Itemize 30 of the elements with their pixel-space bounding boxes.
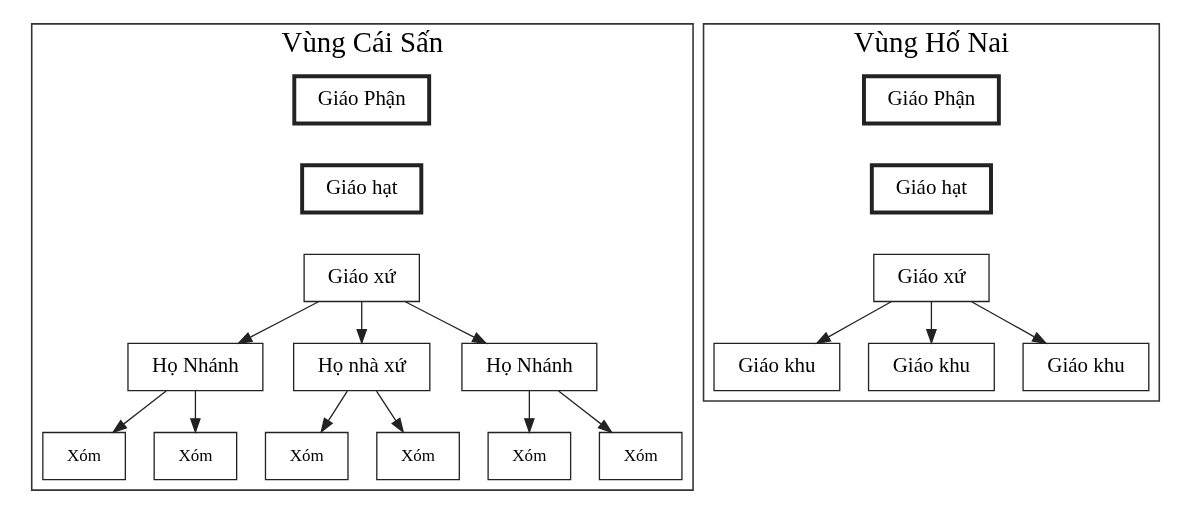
arrow bbox=[970, 301, 1048, 345]
node-box: Xóm bbox=[376, 431, 460, 481]
node-box: Xóm bbox=[264, 431, 349, 481]
arrow bbox=[557, 390, 614, 434]
node-box: Giáo xứ bbox=[303, 253, 420, 303]
node-box: Giáo khu bbox=[867, 342, 995, 392]
node-box: Giáo khu bbox=[1022, 342, 1150, 392]
arrow bbox=[375, 390, 405, 434]
arrow bbox=[404, 301, 488, 345]
node-box: Xóm bbox=[153, 431, 238, 481]
node-box: Họ nhà xứ bbox=[293, 342, 431, 392]
arrow bbox=[111, 390, 167, 434]
node-box: Giáo khu bbox=[713, 342, 841, 392]
node-box: Giáo Phận bbox=[292, 74, 432, 126]
arrow bbox=[523, 390, 535, 434]
arrow bbox=[815, 301, 892, 345]
node-box: Giáo xứ bbox=[873, 253, 990, 303]
node-box: Họ Nhánh bbox=[461, 342, 598, 392]
arrow bbox=[356, 301, 368, 345]
node-box: Giáo hạt bbox=[869, 163, 993, 215]
arrow bbox=[320, 390, 348, 434]
node-box: Giáo hạt bbox=[300, 163, 424, 215]
arrow bbox=[925, 301, 937, 345]
node-box: Họ Nhánh bbox=[127, 342, 264, 392]
node-box: Xóm bbox=[598, 431, 683, 481]
node-box: Xóm bbox=[487, 431, 572, 481]
node-box: Giáo Phận bbox=[862, 74, 1001, 126]
node-box: Xóm bbox=[42, 431, 126, 481]
arrow bbox=[236, 301, 320, 345]
arrow bbox=[189, 390, 201, 434]
